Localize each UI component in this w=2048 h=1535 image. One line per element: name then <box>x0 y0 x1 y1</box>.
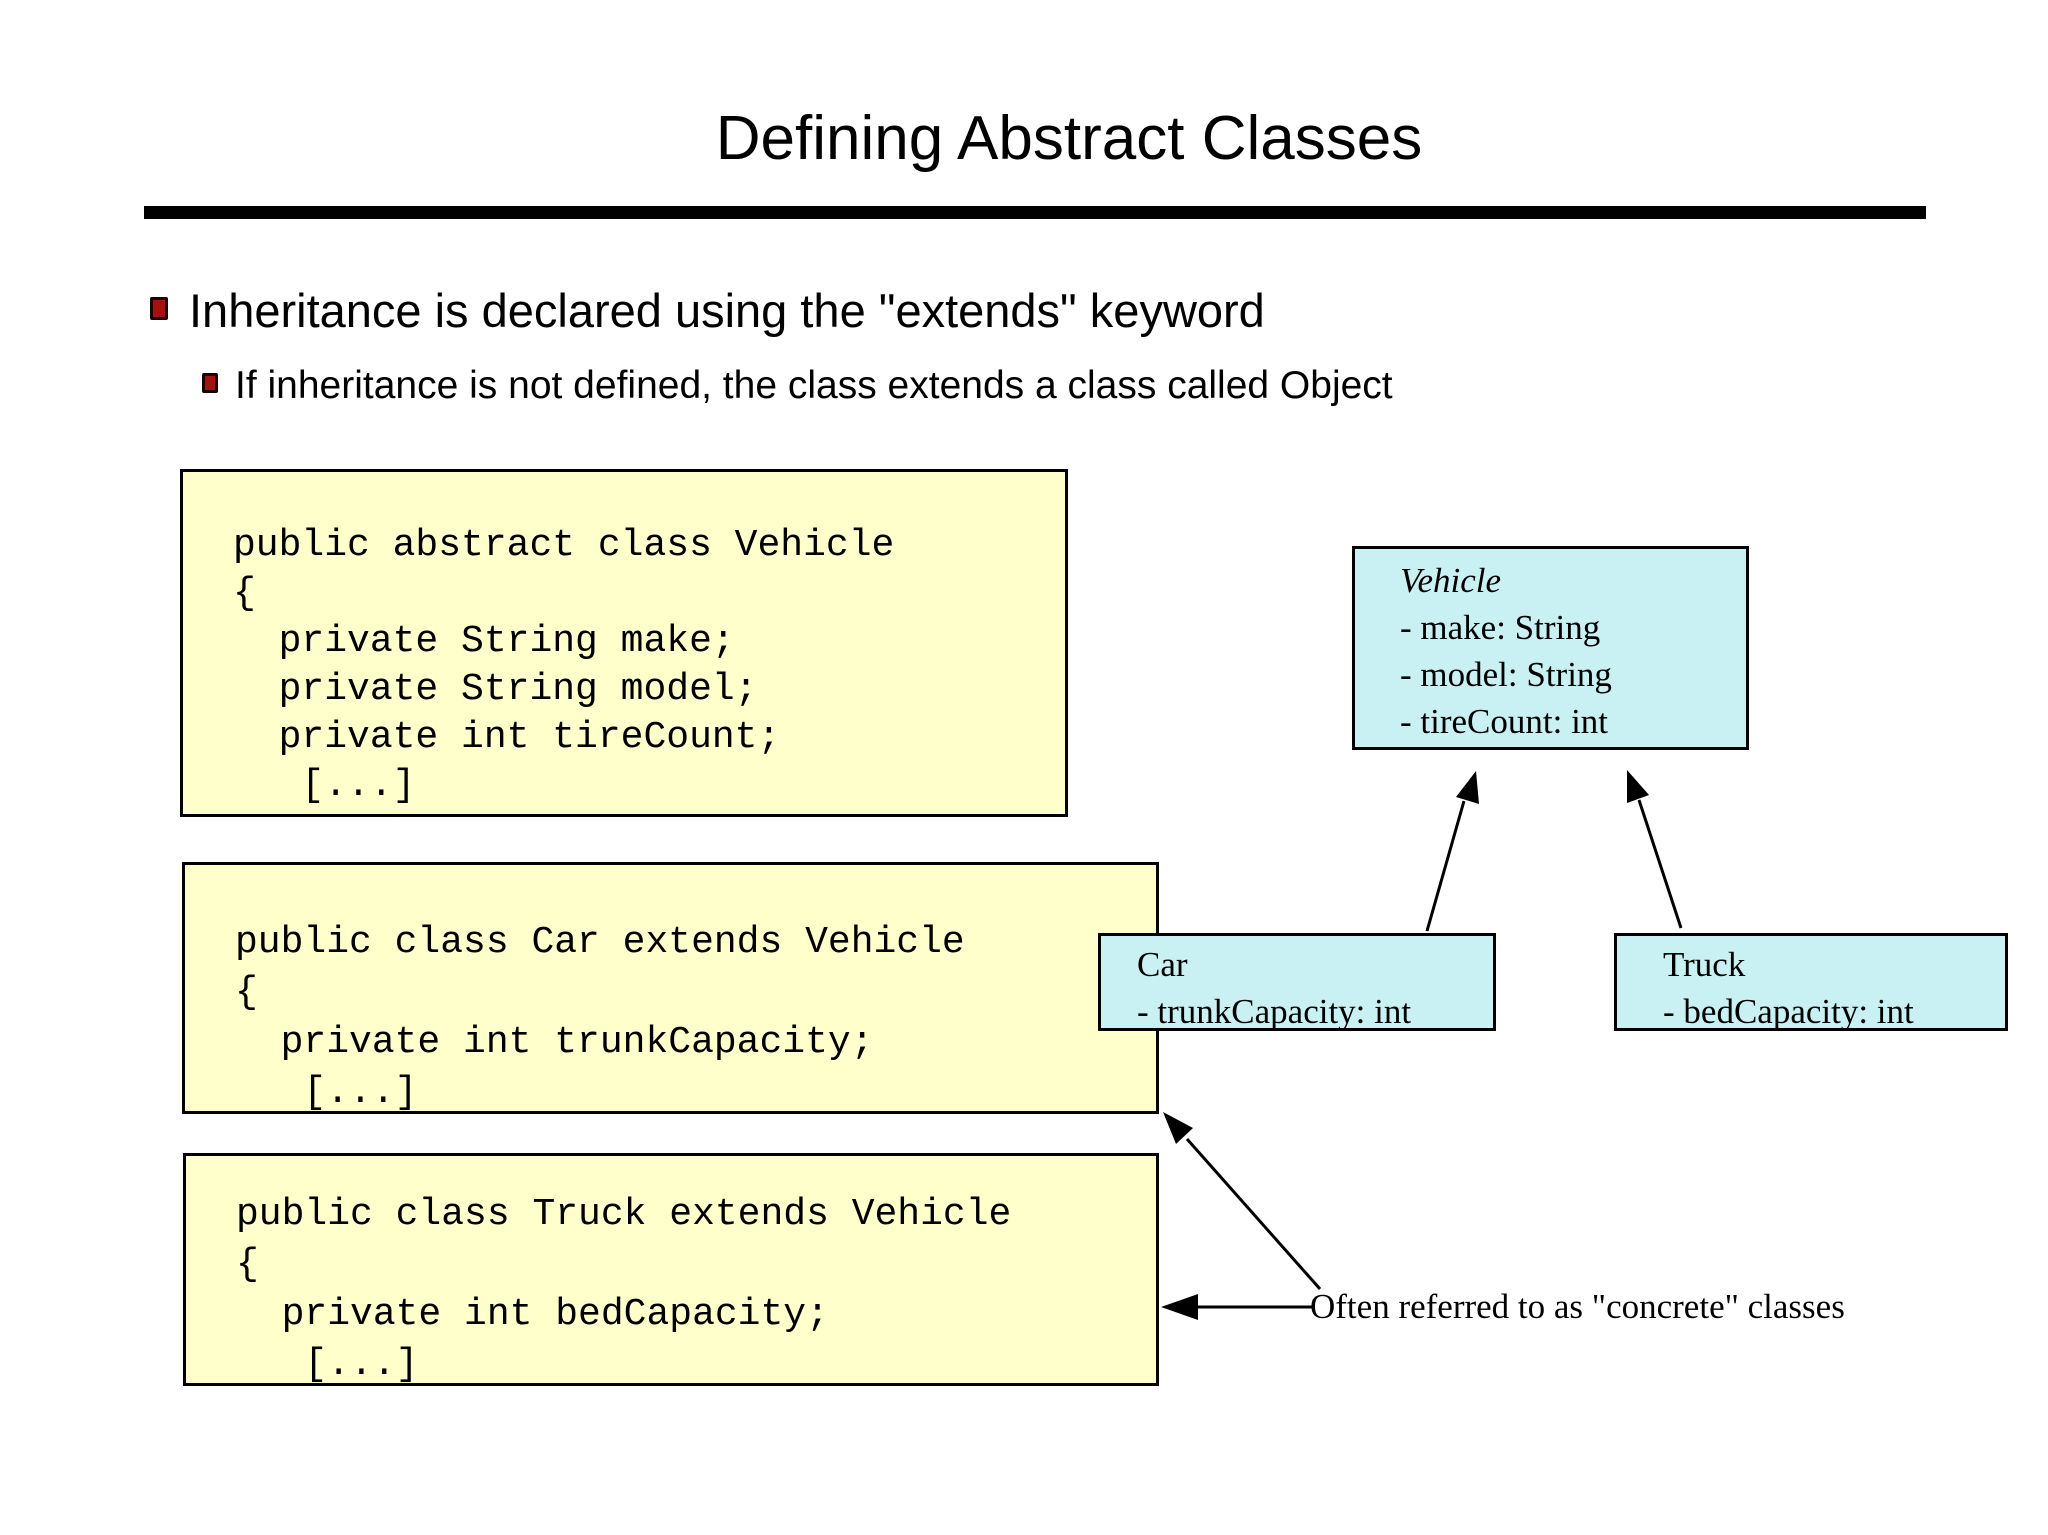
slide-title: Defining Abstract Classes <box>715 104 1423 173</box>
square-bullet-icon <box>150 297 168 320</box>
uml-class-box-vehicle: Vehicle - make: String - model: String -… <box>1352 546 1749 750</box>
code-line: { <box>235 971 258 1014</box>
concrete-classes-annotation: Often referred to as "concrete" classes <box>1310 1287 1845 1326</box>
uml-class-box-car: Car - trunkCapacity: int <box>1098 933 1496 1031</box>
code-line: public class Car extends Vehicle <box>235 921 965 964</box>
uml-class-name: Vehicle <box>1400 561 1502 600</box>
uml-attribute: - bedCapacity: int <box>1663 992 1914 1031</box>
annotation-arrow-to-car-box <box>1163 1112 1322 1290</box>
uml-attribute: - make: String <box>1400 608 1601 647</box>
code-line: { <box>236 1243 259 1286</box>
code-line: private String model; <box>233 668 758 711</box>
truck-code-box: public class Truck extends Vehicle { pri… <box>183 1153 1159 1386</box>
bullet-item-1: Inheritance is declared using the "exten… <box>150 282 1265 340</box>
car-to-vehicle-inheritance-arrow <box>1425 771 1479 932</box>
uml-class-name: Truck <box>1663 945 1746 984</box>
uml-class-name: Car <box>1137 945 1188 984</box>
vehicle-code-box: public abstract class Vehicle { private … <box>180 469 1068 817</box>
bullet-1-text: Inheritance is declared using the "exten… <box>189 284 1265 337</box>
uml-attribute: - trunkCapacity: int <box>1137 992 1412 1031</box>
truck-to-vehicle-inheritance-arrow <box>1627 770 1683 929</box>
car-code-box: public class Car extends Vehicle { priva… <box>182 862 1159 1114</box>
code-line: private int bedCapacity; <box>236 1293 829 1336</box>
uml-attribute: - tireCount: int <box>1400 702 1609 741</box>
code-line: { <box>233 572 256 615</box>
uml-attribute: - model: String <box>1400 655 1612 694</box>
bullet-2-text: If inheritance is not defined, the class… <box>235 364 1393 407</box>
code-line: [...] <box>235 1071 418 1114</box>
code-line: private int trunkCapacity; <box>235 1021 874 1064</box>
title-underline-rule <box>144 206 1926 219</box>
code-line: public abstract class Vehicle <box>233 524 895 567</box>
uml-class-box-truck: Truck - bedCapacity: int <box>1614 933 2008 1031</box>
code-line: public class Truck extends Vehicle <box>236 1193 1012 1236</box>
annotation-arrow-to-truck-box <box>1161 1294 1314 1320</box>
code-line: [...] <box>236 1343 419 1386</box>
bullet-item-2: If inheritance is not defined, the class… <box>202 362 1393 410</box>
code-line: private String make; <box>233 620 735 663</box>
code-line: private int tireCount; <box>233 716 781 759</box>
code-line: [...] <box>233 764 416 807</box>
square-bullet-icon <box>202 373 218 393</box>
